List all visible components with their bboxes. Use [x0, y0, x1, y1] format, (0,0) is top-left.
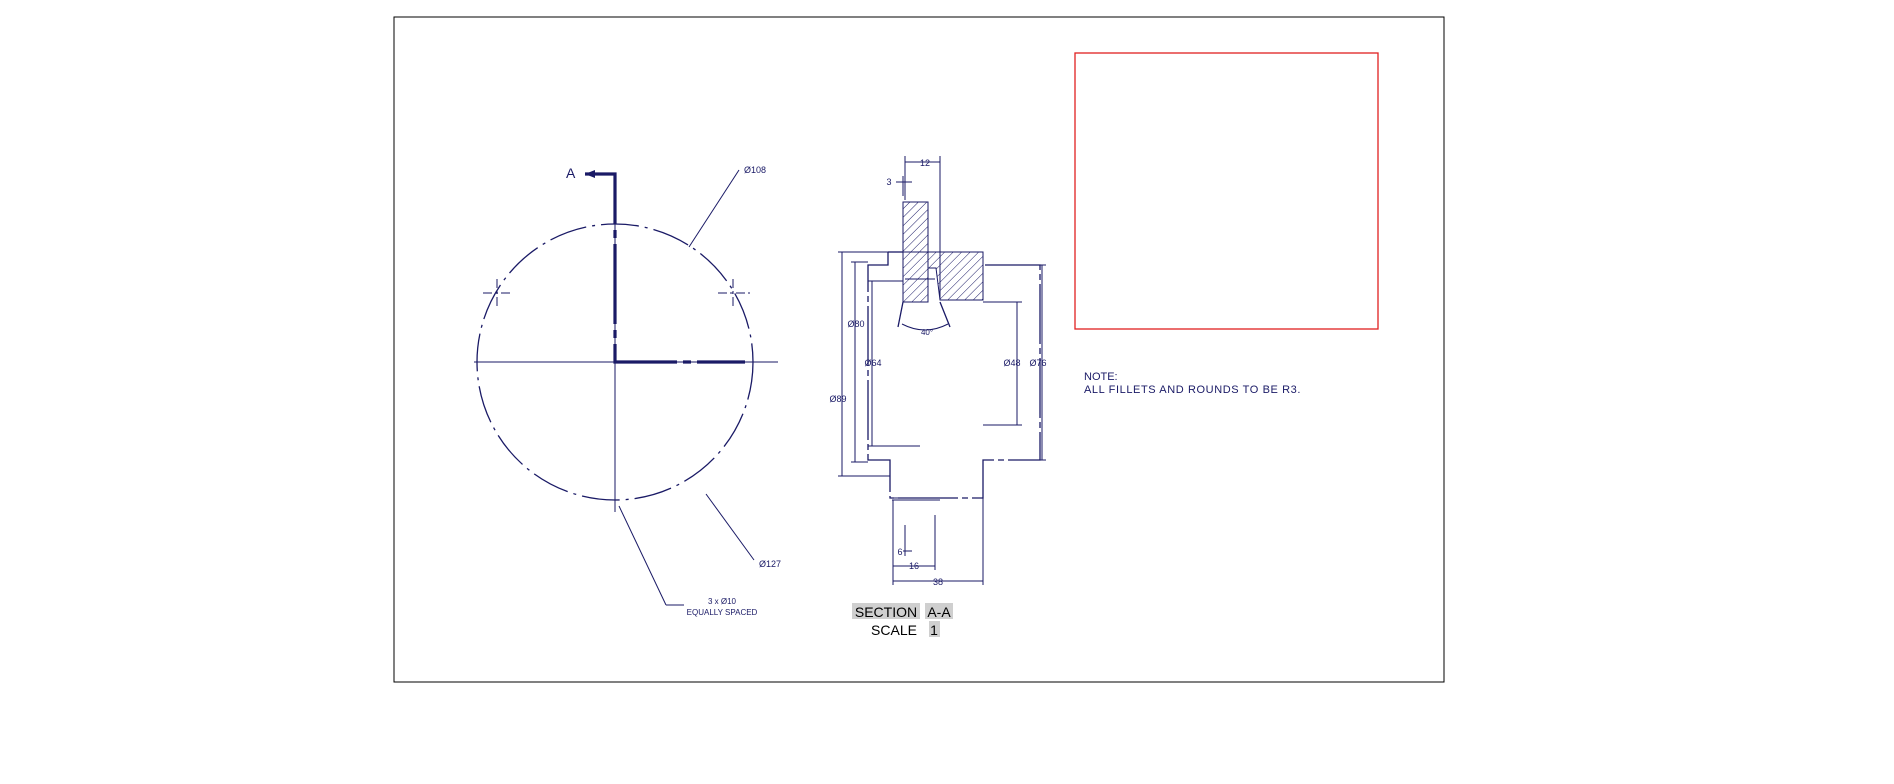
hatch-hub — [890, 251, 984, 301]
cutting-plane-arrow — [585, 170, 595, 178]
dim-d48: Ø48 — [1003, 358, 1020, 368]
section-title-word: SECTION — [855, 604, 917, 620]
section-view: Ø89 Ø80 Ø64 Ø48 Ø76 12 3 40° — [829, 156, 1047, 638]
scale-word: SCALE — [871, 622, 917, 638]
dim-6: 6 — [897, 547, 902, 557]
angle-arc — [901, 323, 949, 331]
dim-d64: Ø64 — [864, 358, 881, 368]
section-arrow-label: A — [566, 165, 576, 181]
callout-holes-line1: 3 x Ø10 — [708, 597, 737, 606]
hole-marker-left — [483, 279, 513, 307]
section-title-highlight — [852, 603, 920, 619]
sheet-border — [393, 16, 1445, 683]
dim-3: 3 — [886, 177, 891, 187]
dim-12: 12 — [920, 158, 930, 168]
leader-outer-diameter — [688, 169, 740, 248]
title-block-frame — [1074, 52, 1379, 330]
callout-holes-line2: EQUALLY SPACED — [687, 608, 758, 617]
leader-holes — [618, 505, 667, 606]
callout-outer-diameter: Ø108 — [744, 165, 766, 175]
dim-d89: Ø89 — [829, 394, 846, 404]
hole-marker-right — [718, 279, 750, 307]
dim-d76: Ø76 — [1029, 358, 1046, 368]
dim-d80: Ø80 — [847, 319, 864, 329]
cutting-plane-line — [585, 172, 745, 364]
dim-38: 38 — [933, 577, 943, 587]
note-line-1: ALL FILLETS AND ROUNDS TO BE R3. — [1084, 384, 1301, 396]
leader-bolt-circle — [705, 493, 755, 561]
callout-bolt-circle: Ø127 — [759, 559, 781, 569]
front-view: A Ø108 Ø127 3 x Ø10 EQUALLY SPACED — [474, 165, 781, 617]
dim-16: 16 — [909, 561, 919, 571]
note-heading: NOTE: — [1084, 371, 1118, 383]
body-outline — [867, 252, 1041, 499]
dim-angle: 40° — [921, 328, 933, 337]
section-title-id: A-A — [927, 604, 951, 620]
scale-value: 1 — [930, 622, 938, 638]
